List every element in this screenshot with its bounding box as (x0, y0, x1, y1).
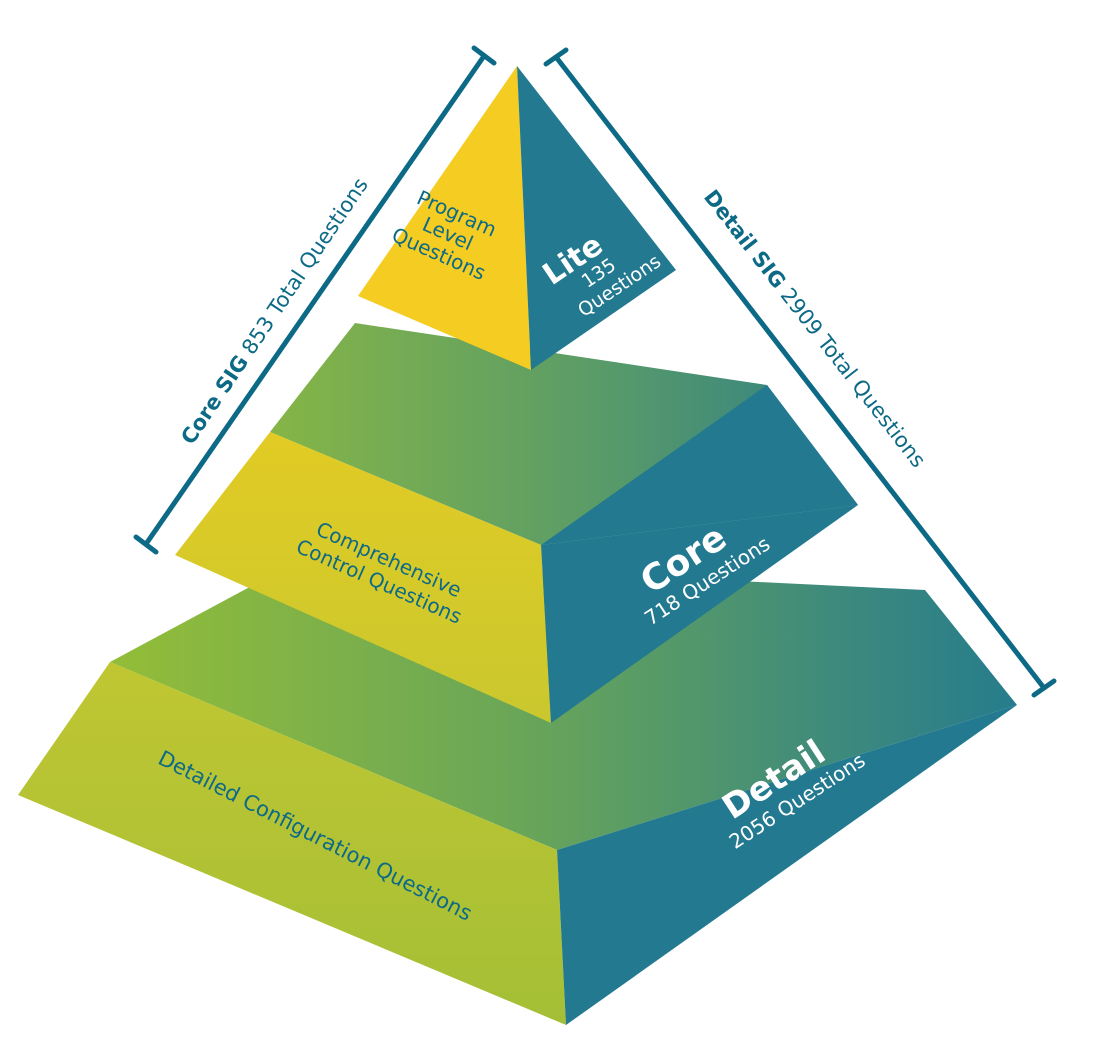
detail-sig-count: 2909 (776, 283, 828, 340)
lite-tier (358, 66, 676, 370)
core-left-face (175, 432, 551, 723)
core-right-face-upper (541, 385, 858, 545)
detail-sig-name: Detail SIG (699, 185, 790, 293)
core-right-face (541, 505, 858, 723)
core-sig-count: 853 (237, 312, 279, 359)
lite-right-face (517, 66, 676, 370)
detail-sig-suffix: Total Questions (812, 330, 930, 472)
detail-right-face (557, 705, 1017, 1025)
lite-left-face (358, 66, 531, 370)
core-sig-name: Core SIG (176, 351, 253, 449)
detail-sig-bracket (543, 47, 1057, 698)
core-sig-bracket (133, 45, 497, 555)
core-tier (175, 323, 858, 723)
detail-left-face (18, 662, 566, 1025)
